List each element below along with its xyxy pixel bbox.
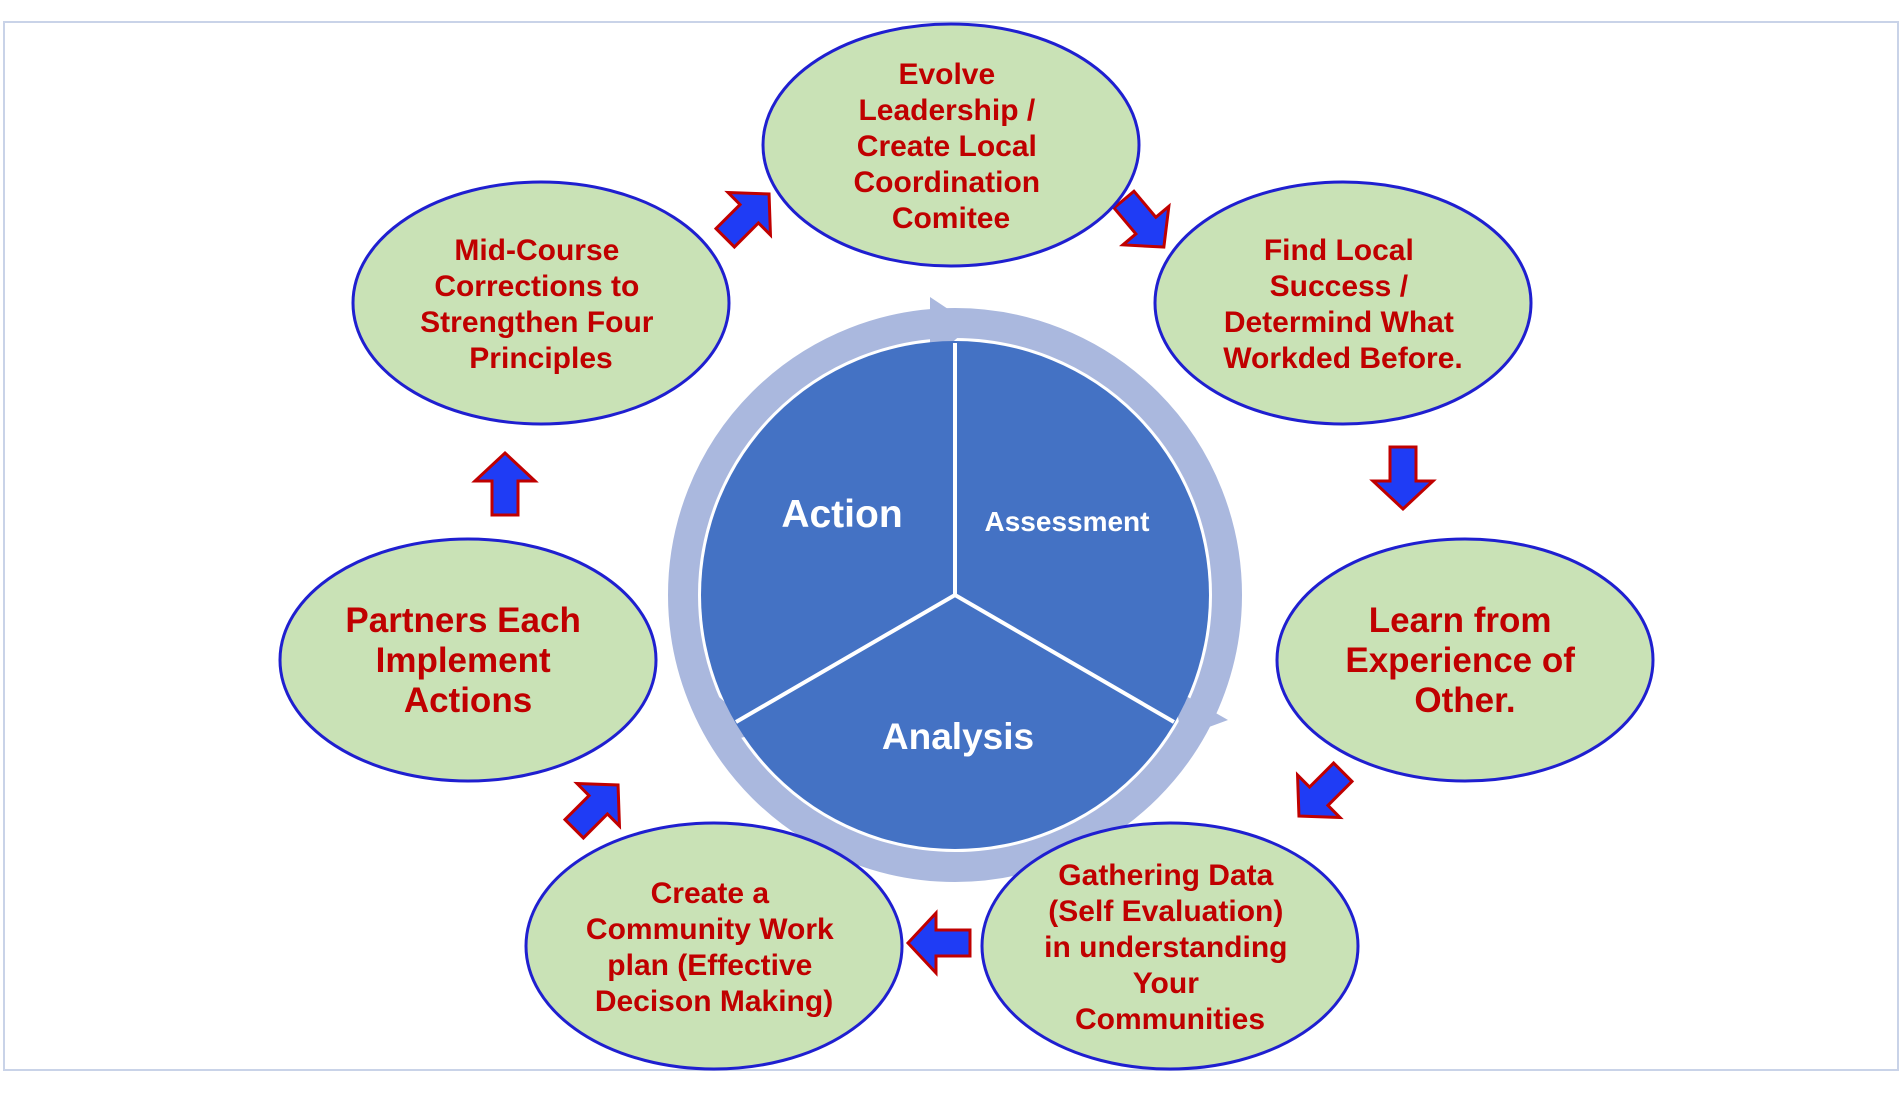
segment-label-action: Action [781, 493, 902, 536]
node-label: Evolve Leadership / Create Local Coordin… [854, 58, 1049, 235]
node-gathering-data: Gathering Data (Self Evaluation) in unde… [980, 821, 1360, 1071]
node-label: Learn from Experience of Other. [1345, 601, 1584, 720]
node-mid-course-corrections: Mid-Course Corrections to Strengthen Fou… [351, 180, 731, 426]
node-ellipse [1275, 537, 1655, 783]
node-learn-from-experience: Learn from Experience of Other. [1275, 537, 1655, 783]
node-label: Find Local Success / Determind What Work… [1223, 234, 1463, 375]
arrow-partners-to-mid-course [471, 450, 539, 517]
node-evolve-leadership: Evolve Leadership / Create Local Coordin… [761, 22, 1141, 268]
segment-label-assessment: Assessment [985, 506, 1150, 537]
flow-arrows [471, 189, 1437, 977]
node-label: Create a Community Work plan (Effective … [586, 877, 842, 1018]
arrow-gathering-to-plan [905, 909, 972, 977]
arrow-evolve-to-find [1111, 189, 1171, 249]
arrow-find-to-learn [1369, 445, 1437, 512]
segment-label-analysis: Analysis [882, 716, 1034, 757]
node-find-local-success: Find Local Success / Determind What Work… [1153, 180, 1533, 426]
node-label: Partners Each Implement Actions [345, 601, 590, 720]
wheel-divider-left [734, 593, 957, 724]
node-ellipse [524, 821, 904, 1071]
node-ellipse [980, 821, 1360, 1071]
arrow-mid-course-to-evolve [713, 190, 773, 250]
center-wheel: Action Assessment Analysis [668, 297, 1242, 882]
node-label: Gathering Data (Self Evaluation) in unde… [1044, 859, 1296, 1036]
node-community-work-plan: Create a Community Work plan (Effective … [524, 821, 904, 1071]
arrow-learn-to-gathering [1295, 760, 1355, 820]
arrow-plan-to-partners [562, 781, 622, 841]
node-label: Mid-Course Corrections to Strengthen Fou… [420, 234, 662, 375]
node-ellipse [351, 180, 731, 426]
node-ellipse [1153, 180, 1533, 426]
wheel-divider-right [953, 593, 1176, 724]
node-ellipse [278, 537, 658, 783]
node-ellipse [761, 22, 1141, 268]
node-partners-implement: Partners Each Implement Actions [278, 537, 658, 783]
